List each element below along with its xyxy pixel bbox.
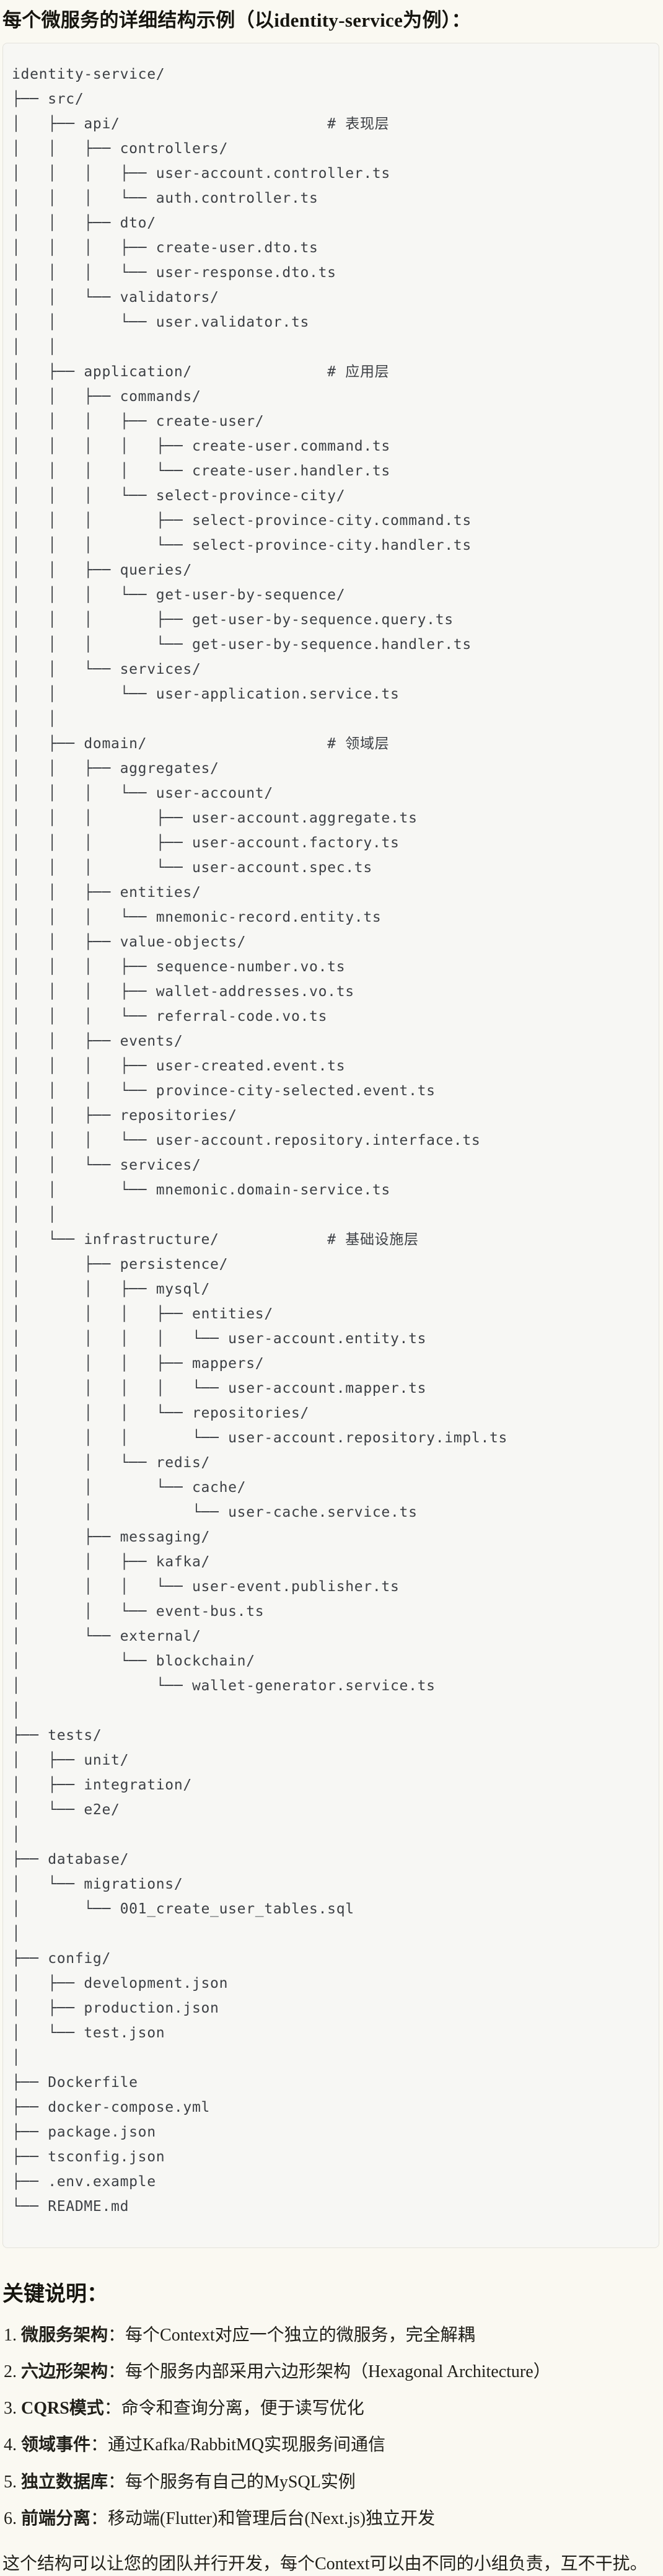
note-term: 独立数据库 — [21, 2472, 108, 2492]
note-description: ：每个服务内部采用六边形架构（Hexagonal Architecture） — [108, 2362, 551, 2381]
note-item-cqrs: 3.CQRS模式：命令和查询分离，便于读写优化 — [4, 2396, 659, 2420]
notes-list: 1.微服务架构：每个Context对应一个独立的微服务，完全解耦 2.六边形架构… — [2, 2323, 659, 2531]
note-item-frontend-separation: 6.前端分离：移动端(Flutter)和管理后台(Next.js)独立开发 — [4, 2507, 659, 2531]
note-term: 六边形架构 — [21, 2362, 108, 2381]
note-item-hexagonal: 2.六边形架构：每个服务内部采用六边形架构（Hexagonal Architec… — [4, 2360, 659, 2384]
note-number: 2. — [4, 2362, 17, 2381]
note-term: 微服务架构 — [21, 2325, 108, 2345]
directory-tree-code-block: identity-service/ ├── src/ │ ├── api/ # … — [2, 42, 659, 2248]
note-item-microservices: 1.微服务架构：每个Context对应一个独立的微服务，完全解耦 — [4, 2323, 659, 2347]
closing-paragraph: 这个结构可以让您的团队并行开发，每个Context可以由不同的小组负责，互不干扰… — [2, 2554, 648, 2574]
note-number: 4. — [4, 2435, 17, 2455]
note-term: 前端分离 — [21, 2508, 91, 2528]
note-number: 1. — [4, 2325, 17, 2345]
notes-heading: 关键说明： — [2, 2282, 108, 2306]
note-description: ：通过Kafka/RabbitMQ实现服务间通信 — [90, 2435, 385, 2455]
note-description: ：每个服务有自己的MySQL实例 — [108, 2472, 356, 2492]
note-term: CQRS模式 — [21, 2399, 104, 2419]
note-description: ：每个Context对应一个独立的微服务，完全解耦 — [108, 2325, 475, 2345]
note-number: 3. — [4, 2399, 17, 2419]
note-description: ：命令和查询分离，便于读写优化 — [103, 2399, 364, 2419]
note-description: ：移动端(Flutter)和管理后台(Next.js)独立开发 — [90, 2508, 436, 2528]
note-number: 6. — [4, 2508, 17, 2528]
note-number: 5. — [4, 2472, 17, 2492]
directory-tree: identity-service/ ├── src/ │ ├── api/ # … — [12, 66, 508, 2215]
page-title: 每个微服务的详细结构示例（以identity-service为例）： — [2, 9, 471, 31]
note-item-domain-events: 4.领域事件：通过Kafka/RabbitMQ实现服务间通信 — [4, 2433, 659, 2457]
note-term: 领域事件 — [21, 2435, 91, 2455]
note-item-independent-db: 5.独立数据库：每个服务有自己的MySQL实例 — [4, 2470, 659, 2494]
